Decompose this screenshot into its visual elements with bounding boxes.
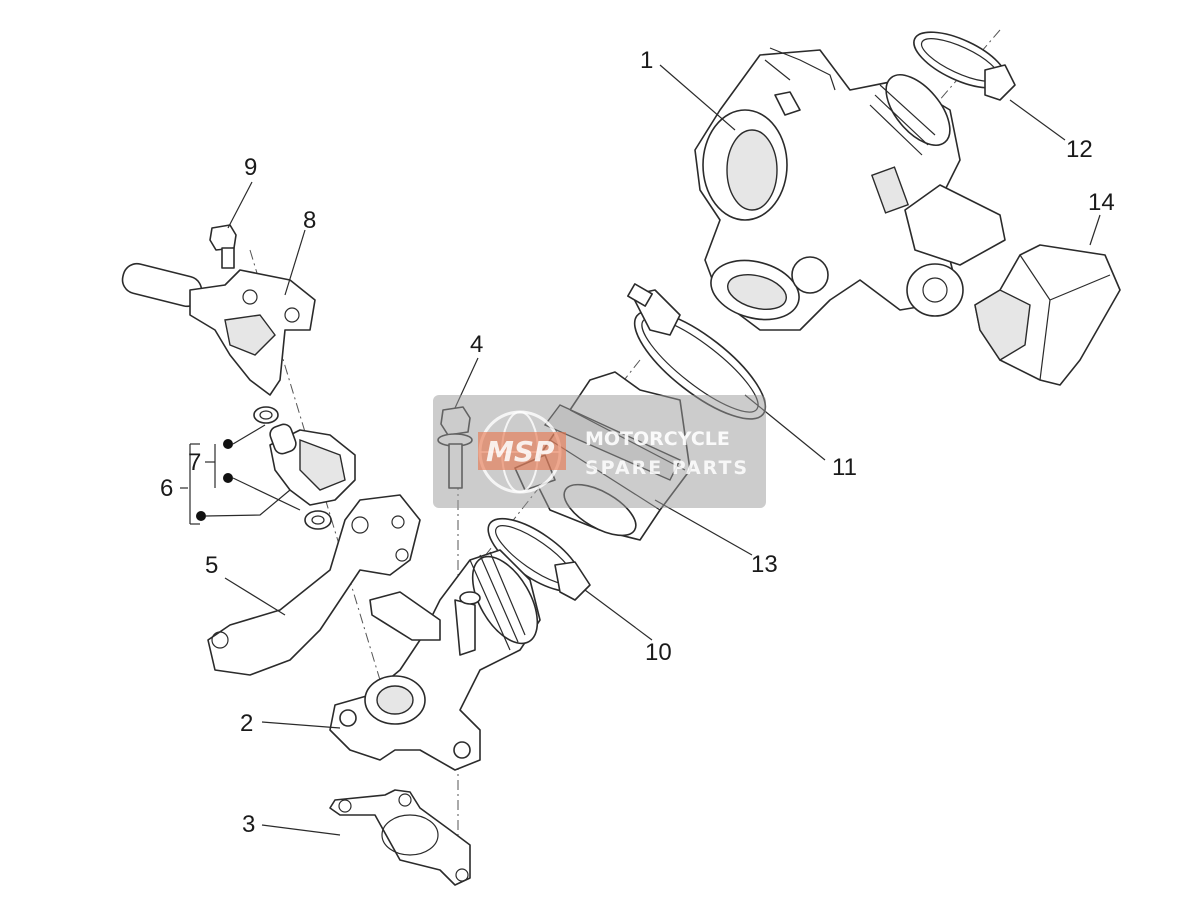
part-8-sensor-holder[interactable] [120, 261, 316, 396]
dot-marker [196, 511, 206, 521]
callout-8[interactable]: 8 [303, 207, 316, 234]
watermark: MSP MOTORCYCLE SPARE PARTS [433, 395, 766, 508]
callout-4[interactable]: 4 [470, 331, 483, 358]
part-11-hose-clamp[interactable] [620, 283, 781, 436]
part-2-intake-manifold[interactable] [329, 546, 551, 771]
part-9-screw[interactable] [209, 224, 237, 269]
watermark-badge [478, 432, 566, 470]
callout-12[interactable]: 12 [1066, 136, 1093, 163]
part-3-gasket[interactable] [329, 789, 471, 886]
part-5-bracket[interactable] [207, 494, 421, 676]
part-14-sensor-cover[interactable] [974, 244, 1121, 386]
callout-labels: 1 2 3 4 5 6 7 8 9 10 11 12 13 14 [160, 47, 1115, 838]
callout-14[interactable]: 14 [1088, 189, 1115, 216]
part-6-sensor-assembly[interactable] [253, 406, 356, 530]
callout-6[interactable]: 6 [160, 475, 173, 502]
callout-7[interactable]: 7 [188, 449, 201, 476]
part-1-throttle-body[interactable] [694, 47, 1006, 331]
watermark-line1: MOTORCYCLE [585, 428, 730, 450]
callout-13[interactable]: 13 [751, 551, 778, 578]
dot-marker [223, 473, 233, 483]
part-12-hose-clamp[interactable] [906, 21, 1016, 101]
group-bracket-6-7 [189, 424, 301, 525]
watermark-panel [433, 395, 766, 508]
watermark-badge-text: MSP [486, 435, 555, 468]
part-10-hose-clamp[interactable] [477, 505, 592, 604]
callout-11[interactable]: 11 [832, 454, 857, 481]
watermark-line2: SPARE PARTS [585, 457, 749, 479]
leader-lines [180, 64, 1101, 836]
callout-10[interactable]: 10 [645, 639, 672, 666]
callout-2[interactable]: 2 [240, 710, 253, 737]
callout-5[interactable]: 5 [205, 552, 218, 579]
callout-3[interactable]: 3 [242, 811, 255, 838]
callout-9[interactable]: 9 [244, 154, 257, 181]
dot-marker [223, 439, 233, 449]
callout-1[interactable]: 1 [640, 47, 653, 74]
